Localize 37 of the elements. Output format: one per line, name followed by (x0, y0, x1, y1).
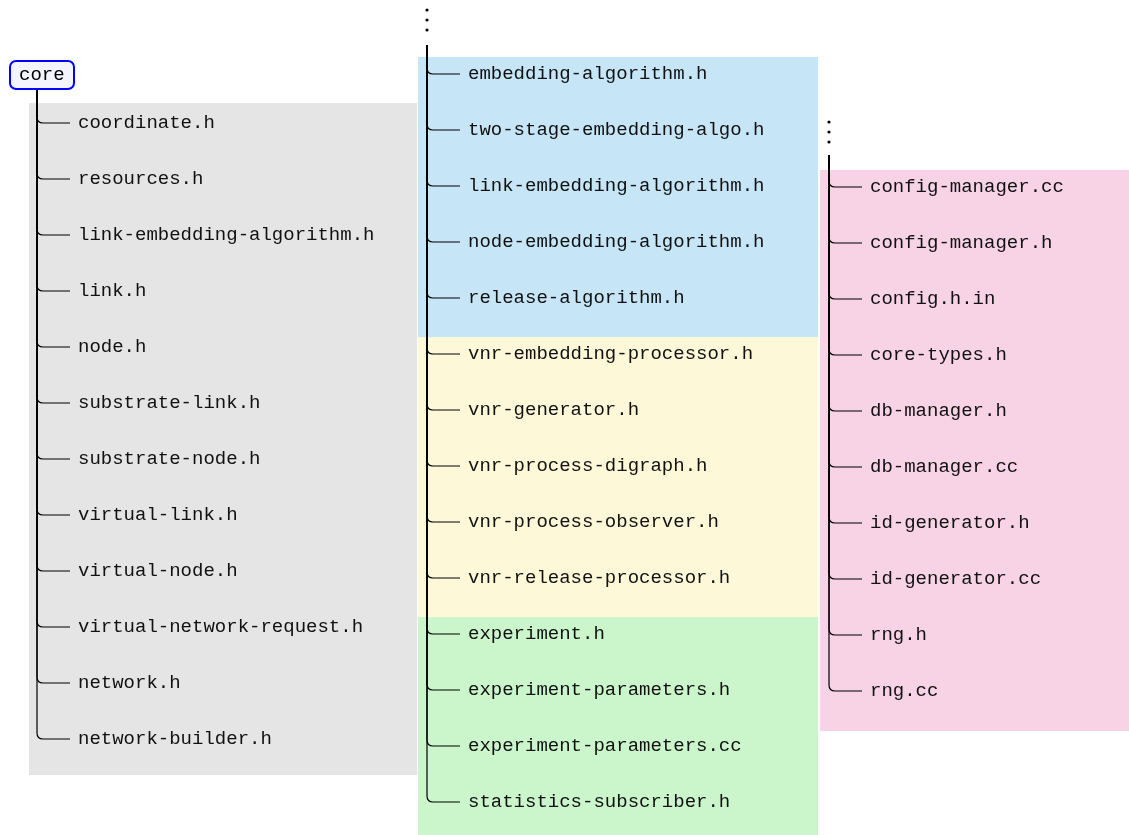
file-name: rng.cc (862, 679, 939, 703)
file-name: vnr-process-observer.h (460, 510, 719, 534)
file-name: experiment-parameters.cc (460, 734, 742, 758)
file-name: vnr-generator.h (460, 398, 640, 422)
file-name: vnr-embedding-processor.h (460, 342, 754, 366)
file-name: node-embedding-algorithm.h (460, 230, 765, 254)
file-name: link-embedding-algorithm.h (70, 223, 375, 247)
file-name: resources.h (70, 167, 204, 191)
file-name: node.h (70, 335, 147, 359)
file-name: substrate-link.h (70, 391, 261, 415)
file-name: id-generator.cc (862, 567, 1042, 591)
file-name: db-manager.h (862, 399, 1007, 423)
file-name: experiment.h (460, 622, 605, 646)
file-name: coordinate.h (70, 111, 215, 135)
file-name: substrate-node.h (70, 447, 261, 471)
file-name: core-types.h (862, 343, 1007, 367)
file-name: config-manager.cc (862, 175, 1064, 199)
file-name: vnr-release-processor.h (460, 566, 731, 590)
file-name: id-generator.h (862, 511, 1030, 535)
file-name: link-embedding-algorithm.h (460, 174, 765, 198)
file-name: virtual-link.h (70, 503, 238, 527)
file-name: virtual-network-request.h (70, 615, 364, 639)
file-name: rng.h (862, 623, 927, 647)
file-name: vnr-process-digraph.h (460, 454, 708, 478)
file-name: release-algorithm.h (460, 286, 685, 310)
file-name: network-builder.h (70, 727, 272, 751)
file-name: statistics-subscriber.h (460, 790, 731, 814)
file-name: config.h.in (862, 287, 996, 311)
folder-label: core (9, 60, 75, 90)
file-name: two-stage-embedding-algo.h (460, 118, 765, 142)
file-name: link.h (70, 279, 147, 303)
file-name: virtual-node.h (70, 559, 238, 583)
file-name: config-manager.h (862, 231, 1053, 255)
file-name: experiment-parameters.h (460, 678, 731, 702)
file-name: network.h (70, 671, 181, 695)
file-name: db-manager.cc (862, 455, 1019, 479)
file-name: embedding-algorithm.h (460, 62, 708, 86)
